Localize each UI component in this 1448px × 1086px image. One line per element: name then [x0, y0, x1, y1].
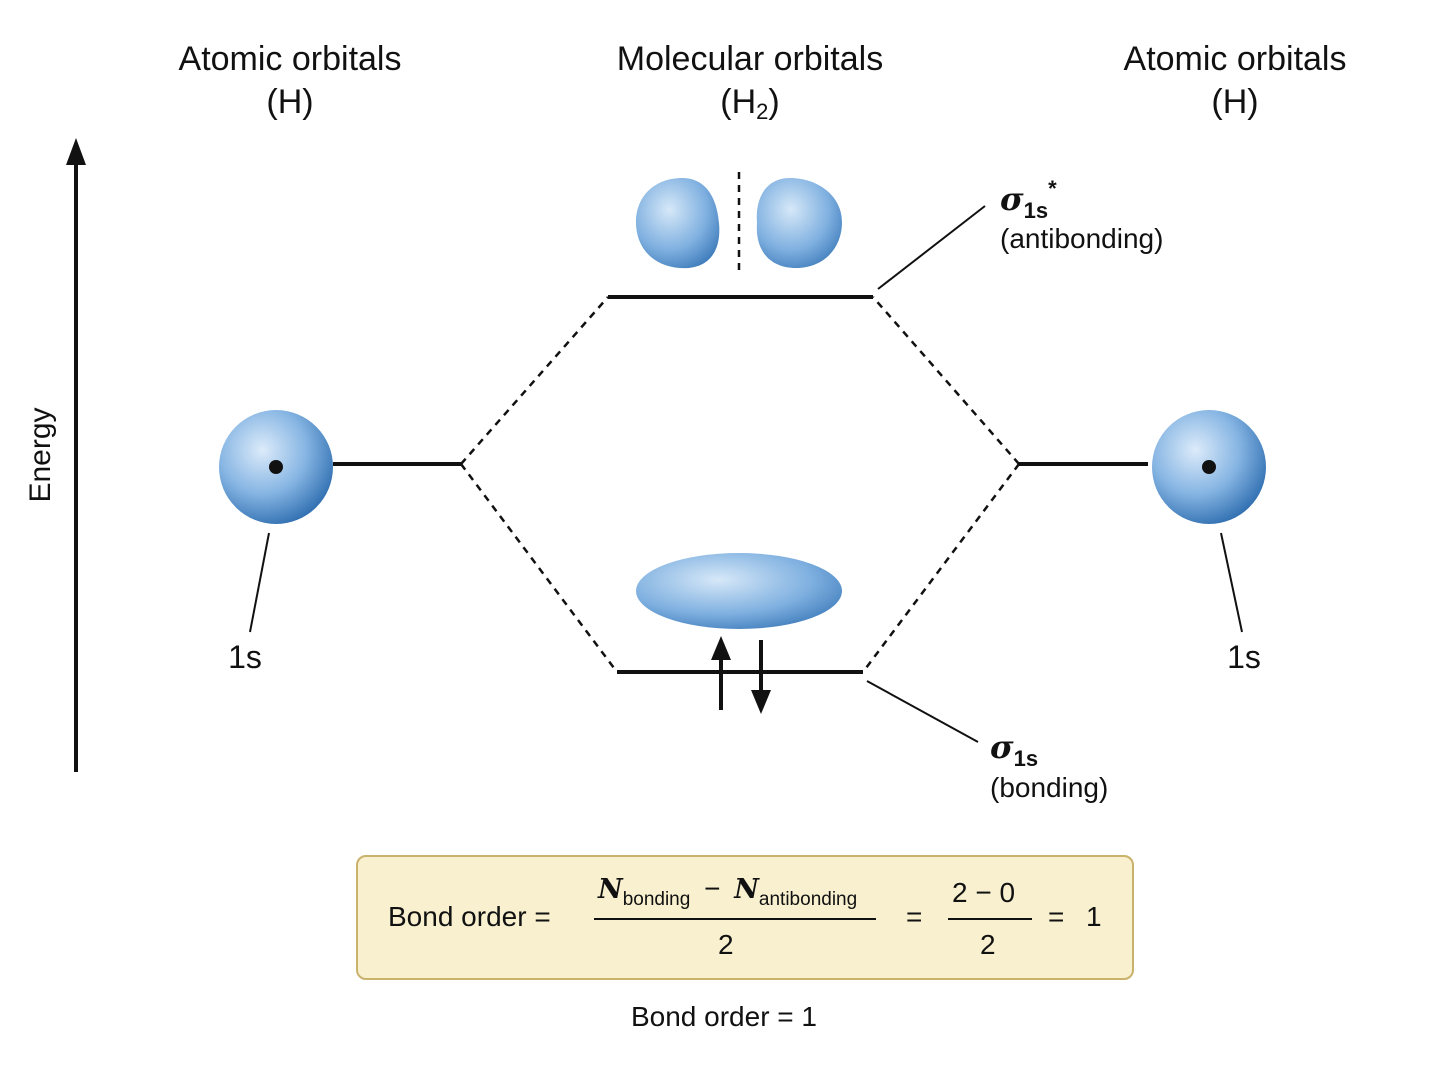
bonding-symbol: σ1s — [990, 728, 1038, 771]
mo-diagram: Energy 1s 1s σ1s* (antibonding) σ1s (bon… — [24, 138, 1266, 803]
formula-lhs: Bond order = — [388, 901, 551, 932]
energy-axis-label: Energy — [24, 407, 57, 502]
antibonding-symbol: σ1s* — [1000, 176, 1057, 223]
antibonding-left-lobe — [636, 178, 720, 269]
formula-fraction-bar — [594, 918, 876, 920]
bonding-leader — [866, 680, 979, 743]
left-header: Atomic orbitals (H) — [140, 38, 440, 124]
formula-denominator: 2 — [718, 929, 734, 960]
left-header-species: (H) — [266, 83, 314, 121]
right-1s-leader — [1220, 532, 1243, 633]
antibonding-description: (antibonding) — [1000, 223, 1163, 254]
left-header-title: Atomic orbitals — [178, 40, 402, 78]
bonding-orbital-lobe — [636, 553, 842, 629]
value-fraction-bar — [948, 918, 1032, 920]
left-1s-leader — [249, 532, 270, 633]
formula-equals-1: = — [906, 901, 923, 932]
left-1s-label: 1s — [228, 639, 262, 675]
left-electron-dot — [269, 460, 283, 474]
bonding-description: (bonding) — [990, 772, 1108, 803]
bonding-electron-pair — [711, 636, 771, 714]
center-header: Molecular orbitals (H2) — [560, 38, 940, 133]
energy-axis-arrowhead — [66, 138, 86, 165]
right-to-bonding-dash — [862, 463, 1020, 673]
right-header: Atomic orbitals (H) — [1085, 38, 1385, 124]
value-numerator: 2 − 0 — [952, 877, 1016, 908]
spin-down-arrowhead — [751, 690, 771, 714]
value-denominator: 2 — [980, 929, 996, 960]
left-to-antibonding-dash — [460, 296, 609, 465]
bond-order-summary: Bond order = 1 — [630, 1001, 818, 1032]
right-1s-label: 1s — [1227, 639, 1261, 675]
formula-numerator: Nbonding − Nantibonding — [598, 873, 858, 910]
formula-result: 1 — [1086, 901, 1102, 932]
right-header-title: Atomic orbitals — [1123, 40, 1347, 78]
antibonding-leader — [877, 205, 986, 290]
formula-equals-2: = — [1048, 901, 1065, 932]
bond-order-formula-box: Bond order = Nbonding − Nantibonding 2 =… — [356, 855, 1134, 980]
left-to-bonding-dash — [460, 463, 618, 673]
center-header-species: (H2) — [720, 83, 780, 124]
antibonding-right-lobe — [756, 178, 842, 268]
right-to-antibonding-dash — [872, 296, 1020, 465]
right-electron-dot — [1202, 460, 1216, 474]
right-header-species: (H) — [1211, 83, 1259, 121]
center-header-title: Molecular orbitals — [616, 40, 884, 78]
spin-up-arrowhead — [711, 636, 731, 660]
